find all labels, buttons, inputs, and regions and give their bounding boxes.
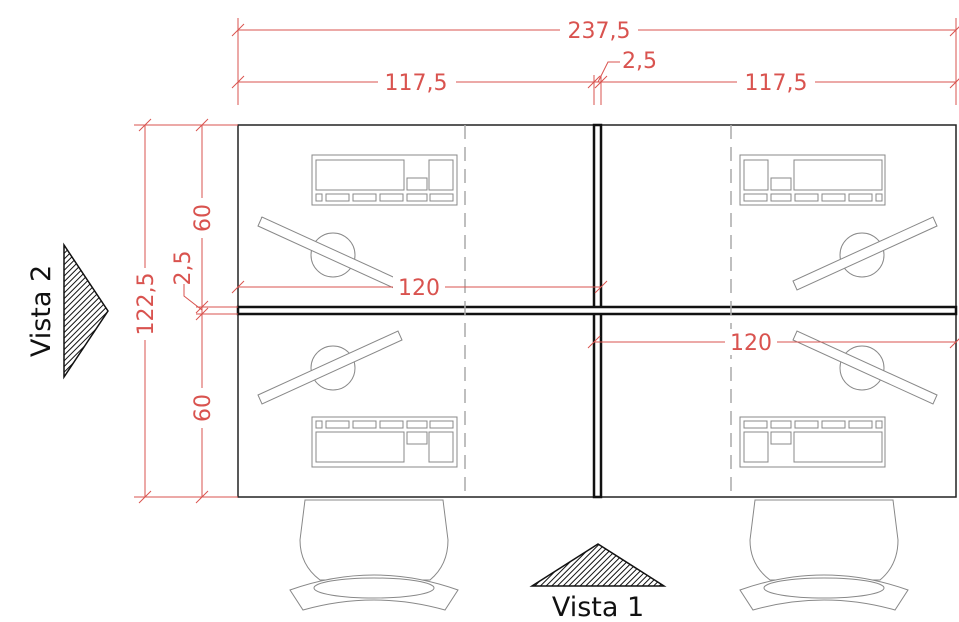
keyboard-top-right <box>739 154 886 206</box>
dim-left-top-span-label: 120 <box>398 276 440 301</box>
dim-divider-gap-top-label: 2,5 <box>622 49 657 74</box>
dimension-span-top-left: 120 <box>231 274 608 301</box>
dim-bottom-row-depth-label: 60 <box>191 394 216 422</box>
keyboard-bottom-left <box>311 416 458 468</box>
monitor-top-right <box>792 216 938 291</box>
dimension-desk-widths: 117,5 117,5 2,5 <box>231 49 959 105</box>
dim-overall-width-label: 237,5 <box>568 19 631 44</box>
view-2-marker: Vista 2 <box>26 242 109 380</box>
view-2-arrow <box>63 242 109 380</box>
chair-right <box>739 499 909 611</box>
view-1-marker: Vista 1 <box>529 543 667 622</box>
keyboard-bottom-right <box>739 416 886 468</box>
dim-right-bottom-span-label: 120 <box>730 331 772 356</box>
dim-left-desk-width-label: 117,5 <box>385 71 448 96</box>
dimension-overall-width: 237,5 <box>231 18 959 105</box>
monitor-top-left <box>257 216 403 291</box>
desk-cluster <box>236 123 958 499</box>
keyboard-top-left <box>311 154 458 206</box>
dim-right-desk-width-label: 117,5 <box>745 71 808 96</box>
view-1-label: Vista 1 <box>552 592 644 622</box>
dim-divider-gap-side-label: 2,5 <box>171 251 196 286</box>
view-1-arrow <box>529 543 667 587</box>
monitor-bottom-right <box>792 330 938 405</box>
dimension-row-depths: 60 60 2,5 <box>171 118 238 504</box>
dimension-span-bottom-right: 120 <box>587 329 959 356</box>
monitor-bottom-left <box>257 330 403 405</box>
chair-left <box>289 499 459 611</box>
dim-top-row-depth-label: 60 <box>191 204 216 232</box>
dimension-overall-depth: 122,5 <box>132 118 238 504</box>
horizontal-divider-panel <box>236 305 958 316</box>
dim-overall-depth-label: 122,5 <box>134 273 159 336</box>
view-2-label: Vista 2 <box>26 265 57 357</box>
